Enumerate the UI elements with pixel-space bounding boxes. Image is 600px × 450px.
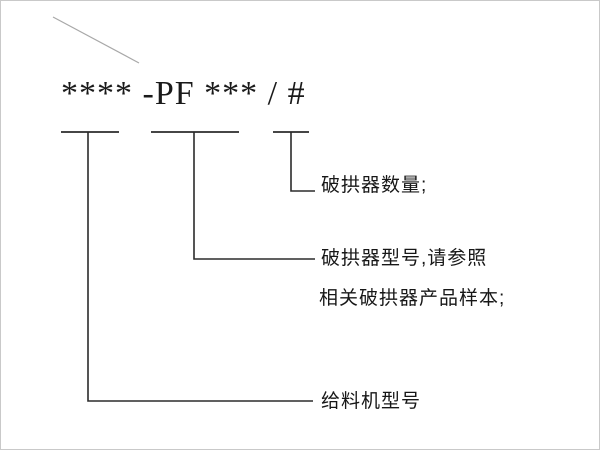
connector-breaker-model [193, 132, 315, 260]
connector-breaker-count [290, 132, 315, 192]
label-feeder-model: 给料机型号 [321, 391, 422, 412]
connector-feeder-model [87, 132, 313, 402]
model-code-text: **** -PF *** / # [61, 75, 306, 112]
label-breaker-count: 破拱器数量; [321, 175, 428, 196]
label-breaker-model-line2: 相关破拱器产品样本; [319, 288, 506, 309]
scan-artifact-line [52, 16, 140, 64]
label-breaker-model-line1: 破拱器型号,请参照 [321, 248, 488, 269]
